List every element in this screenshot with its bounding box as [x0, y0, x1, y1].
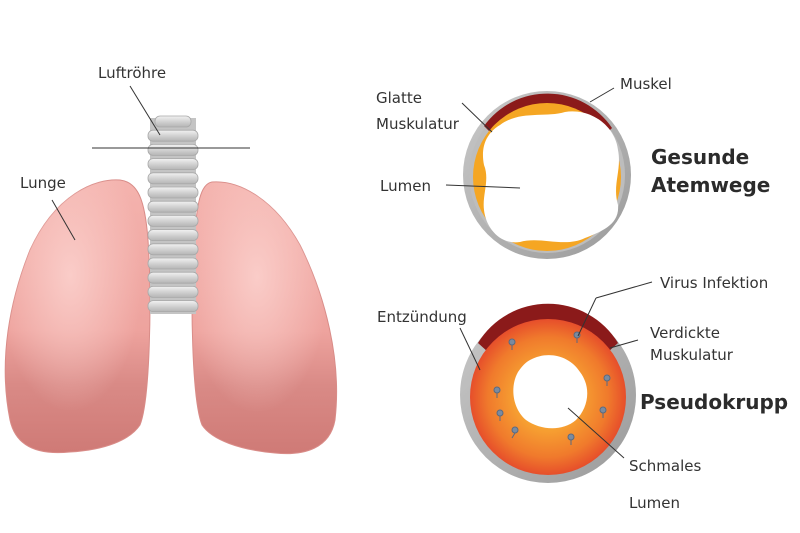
- croup-airway-section: [460, 303, 636, 483]
- trachea: [147, 115, 199, 314]
- right-lung: [191, 181, 338, 455]
- lumen-label: Lumen: [380, 177, 431, 195]
- thickened-muscle-label-1: Verdickte: [650, 324, 720, 342]
- lung-label: Lunge: [20, 174, 66, 192]
- smooth-muscle-label-2: Muskulatur: [376, 115, 459, 133]
- trachea-ring: [147, 129, 199, 142]
- trachea-ring: [147, 243, 199, 256]
- left-lung: [4, 179, 151, 454]
- trachea-ring: [147, 271, 199, 284]
- trachea-ring: [147, 300, 199, 313]
- trachea-ring: [154, 115, 192, 128]
- virus-infection-label: Virus Infektion: [660, 274, 769, 292]
- narrow-lumen-label-2: Lumen: [629, 494, 680, 512]
- virus-markers: [493, 331, 611, 445]
- healthy-title-1: Gesunde: [651, 145, 750, 169]
- trachea-ring: [147, 186, 199, 199]
- trachea-ring: [147, 143, 199, 156]
- trachea-ring: [147, 285, 199, 298]
- healthy-title-2: Atemwege: [651, 173, 771, 197]
- croup-title: Pseudokrupp: [640, 390, 789, 414]
- trachea-ring: [147, 200, 199, 213]
- trachea-ring: [147, 172, 199, 185]
- trachea-label: Luftröhre: [98, 64, 167, 82]
- trachea-ring: [147, 229, 199, 242]
- trachea-ring: [147, 257, 199, 270]
- thickened-muscle-label-2: Muskulatur: [650, 346, 733, 364]
- trachea-ring: [147, 214, 199, 227]
- muscle-label: Muskel: [620, 75, 672, 93]
- inflammation-label: Entzündung: [377, 308, 467, 326]
- trachea-ring: [147, 158, 199, 171]
- leader-lines: [51, 85, 653, 459]
- smooth-muscle-label-1: Glatte: [376, 89, 422, 107]
- healthy-airway-section: [463, 91, 631, 259]
- narrow-lumen-label-1: Schmales: [629, 457, 702, 475]
